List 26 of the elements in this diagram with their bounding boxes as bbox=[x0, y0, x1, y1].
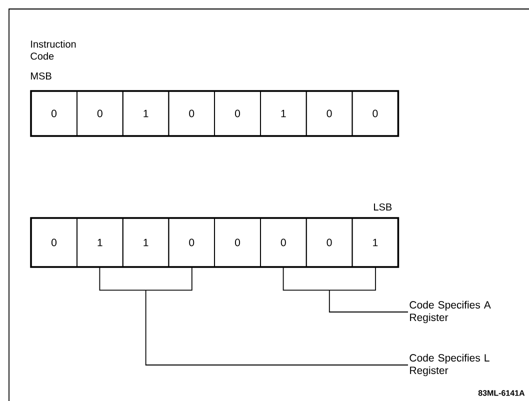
bit-cell: 0 bbox=[168, 218, 215, 268]
bracket bbox=[99, 266, 192, 291]
bracket bbox=[282, 266, 376, 291]
bit-cell: 1 bbox=[122, 90, 170, 136]
heading-label: Instruction Code bbox=[30, 40, 76, 60]
lsb-label: LSB bbox=[374, 203, 392, 211]
bit-cell: 1 bbox=[352, 218, 399, 268]
bit-cell: 1 bbox=[76, 218, 124, 268]
bit-cell: 0 bbox=[306, 218, 353, 268]
node-label: 0 bbox=[51, 238, 57, 246]
node-label: 0 bbox=[51, 110, 57, 118]
bit-cell: 0 bbox=[214, 218, 261, 268]
callout-text: Code Specifies L Register bbox=[410, 354, 490, 376]
msb-label: MSB bbox=[31, 72, 52, 80]
leader-line bbox=[328, 290, 408, 312]
bit-cell: 0 bbox=[168, 90, 215, 136]
bit-cell: 0 bbox=[352, 90, 399, 136]
bit-cell: 1 bbox=[260, 90, 307, 136]
leader-line bbox=[145, 290, 408, 366]
bit-cell: 0 bbox=[260, 218, 307, 268]
bit-cell: 0 bbox=[214, 90, 261, 136]
bit-cell: 0 bbox=[306, 90, 353, 136]
bit-cell: 1 bbox=[122, 218, 170, 268]
callout-text: Code Specifies A Register bbox=[410, 300, 491, 324]
bit-cell: 0 bbox=[76, 90, 124, 136]
figure-id: 83ML-6141A bbox=[478, 390, 525, 396]
